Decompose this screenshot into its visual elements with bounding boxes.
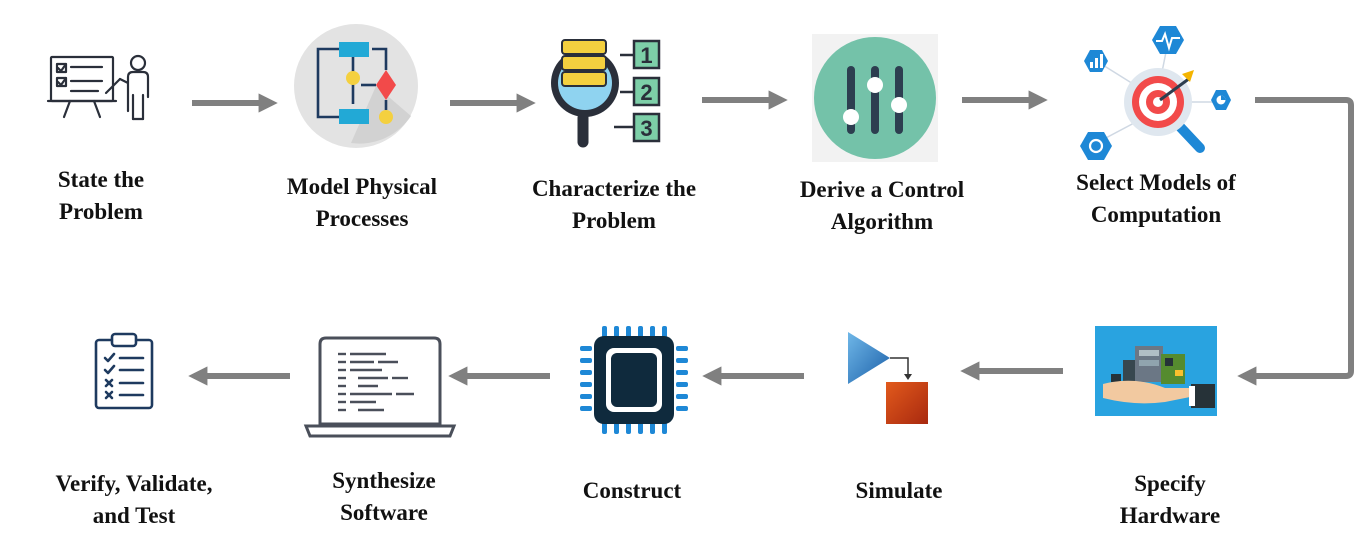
label-select-line2: Computation	[1090, 202, 1222, 227]
number-2-text: 2	[640, 80, 652, 105]
number-3-text: 3	[640, 116, 652, 141]
label-construct: Construct	[583, 475, 681, 507]
label-hardware-line1: Specify	[1134, 471, 1206, 496]
laptop-code-icon	[303, 336, 457, 438]
label-select-line1: Select Models of	[1076, 170, 1236, 195]
flowchart-icon	[294, 24, 418, 148]
label-state-the-problem: State the Problem	[58, 164, 144, 228]
label-state-line2: Problem	[59, 199, 143, 224]
label-derive-control-algorithm: Derive a Control Algorithm	[800, 174, 964, 238]
label-simulate: Simulate	[856, 475, 943, 507]
number-box-3: 3	[632, 112, 661, 143]
microchip-icon	[580, 326, 688, 434]
chart-hex-badge	[1084, 50, 1108, 72]
label-characterize-line1: Characterize the	[531, 176, 697, 201]
label-derive-line2: Algorithm	[830, 209, 934, 234]
simulink-icon	[848, 332, 928, 424]
label-software-line1: Synthesize	[332, 468, 436, 493]
label-model-line2: Processes	[315, 206, 409, 231]
number-box-1: 1	[632, 39, 661, 70]
label-verify-line1: Verify, Validate,	[55, 471, 213, 496]
label-verify-line2: and Test	[92, 503, 176, 528]
label-synthesize-software: Synthesize Software	[332, 465, 436, 529]
label-characterize-the-problem: Characterize the Problem	[532, 173, 696, 237]
label-derive-line1: Derive a Control	[799, 177, 965, 202]
pulse-hex-badge	[1152, 26, 1184, 54]
label-specify-hardware: Specify Hardware	[1120, 468, 1221, 532]
label-software-line2: Software	[340, 500, 428, 525]
target-analytics-icon	[1080, 26, 1231, 160]
arrow-select-to-hardware	[1237, 97, 1354, 386]
flow-arrows	[188, 90, 1354, 386]
number-box-2: 2	[632, 76, 661, 107]
refresh-hex-badge	[1080, 132, 1112, 160]
label-hardware-line2: Hardware	[1119, 503, 1221, 528]
presentation-board-person-icon	[46, 54, 150, 121]
label-simulate-line1: Simulate	[855, 478, 943, 503]
checklist-clipboard-icon	[94, 332, 154, 410]
number-1-text: 1	[640, 43, 652, 68]
label-state-line1: State the	[57, 167, 145, 192]
magnifier-list-icon: 1 2 3	[551, 39, 661, 148]
hand-holding-hardware-icon	[1095, 326, 1217, 416]
sliders-icon	[812, 34, 938, 162]
label-verify-validate-test: Verify, Validate, and Test	[56, 468, 213, 532]
label-construct-line1: Construct	[582, 478, 682, 503]
label-select-models-of-computation: Select Models of Computation	[1076, 167, 1236, 231]
pie-hex-badge	[1211, 90, 1231, 110]
label-characterize-line2: Problem	[572, 208, 656, 233]
label-model-physical-processes: Model Physical Processes	[287, 171, 437, 235]
label-model-line1: Model Physical	[286, 174, 438, 199]
